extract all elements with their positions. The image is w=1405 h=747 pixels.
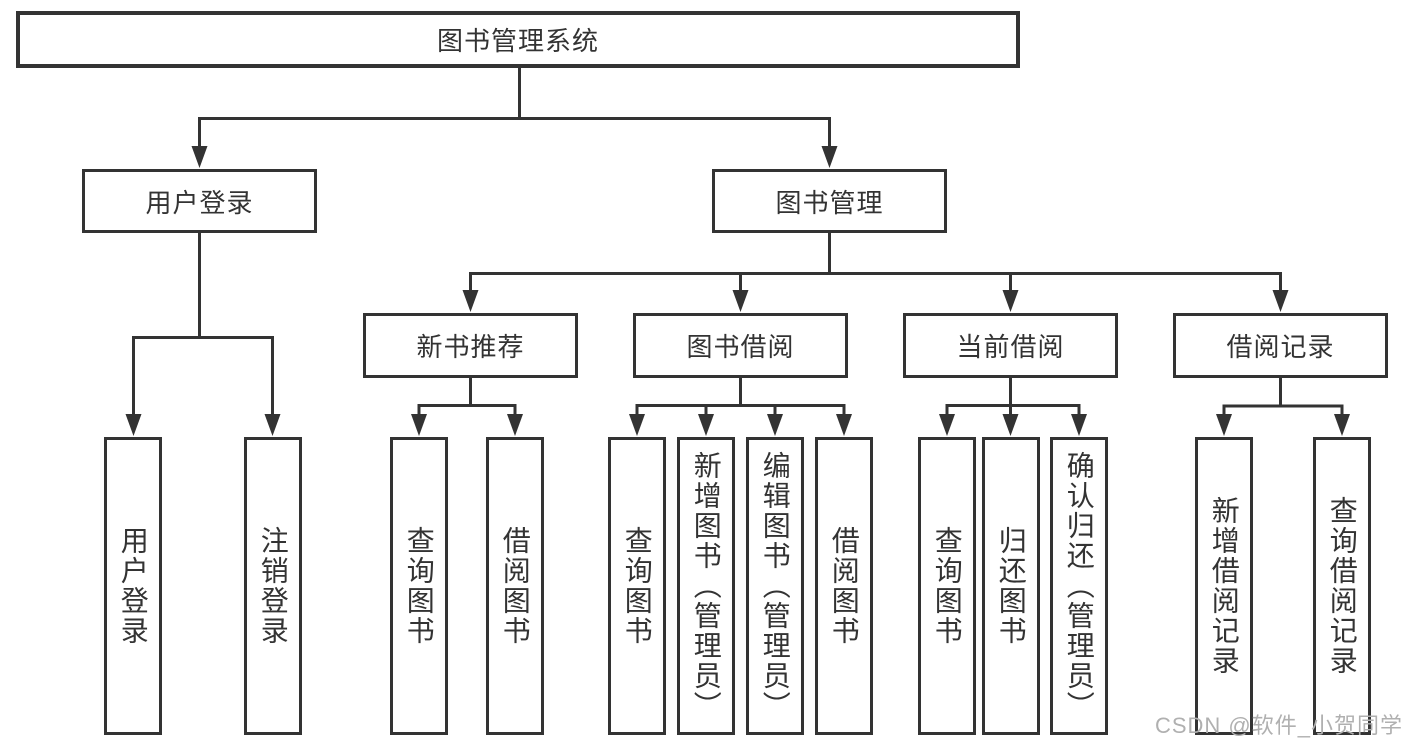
arrowheads	[125, 146, 1350, 436]
node-root-label: 图书管理系统	[436, 26, 599, 56]
node-borrowing-records-label: 借阅记录	[1226, 332, 1335, 362]
leaf-confirm-return-admin-label: 确认归还（管理员）	[1063, 451, 1095, 721]
node-current-borrowing: 当前借阅	[903, 313, 1118, 378]
leaf-edit-book-admin-label: 编辑图书（管理员）	[759, 451, 791, 721]
leaf-add-borrow-record: 新增借阅记录	[1195, 437, 1253, 735]
leaf-query-books-borrow: 查询图书	[608, 437, 666, 735]
leaf-return-books-label: 归还图书	[995, 526, 1027, 646]
connector-strokes	[132, 68, 1344, 418]
leaf-borrow-books-recommend-label: 借阅图书	[499, 526, 531, 646]
leaf-query-borrow-record: 查询借阅记录	[1313, 437, 1371, 735]
leaf-add-borrow-record-label: 新增借阅记录	[1208, 496, 1240, 676]
leaf-logout-label: 注销登录	[257, 526, 289, 646]
node-root: 图书管理系统	[16, 11, 1020, 68]
node-current-borrowing-label: 当前借阅	[956, 332, 1065, 362]
node-book-borrowing: 图书借阅	[633, 313, 848, 378]
leaf-query-borrow-record-label: 查询借阅记录	[1326, 496, 1358, 676]
leaf-query-books-current: 查询图书	[918, 437, 976, 735]
leaf-query-books-borrow-label: 查询图书	[621, 526, 653, 646]
leaf-user-login: 用户登录	[104, 437, 162, 735]
node-book-management: 图书管理	[712, 169, 947, 233]
leaf-query-books-current-label: 查询图书	[931, 526, 963, 646]
node-new-book-recommend: 新书推荐	[363, 313, 578, 378]
leaf-edit-book-admin: 编辑图书（管理员）	[746, 437, 804, 735]
node-new-book-recommend-label: 新书推荐	[416, 332, 525, 362]
leaf-add-book-admin-label: 新增图书（管理员）	[690, 451, 722, 721]
leaf-add-book-admin: 新增图书（管理员）	[677, 437, 735, 735]
leaf-confirm-return-admin: 确认归还（管理员）	[1050, 437, 1108, 735]
leaf-borrow-books-recommend: 借阅图书	[486, 437, 544, 735]
leaf-borrow-books-label: 借阅图书	[828, 526, 860, 646]
leaf-user-login-label: 用户登录	[117, 526, 149, 646]
leaf-query-books-recommend-label: 查询图书	[403, 526, 435, 646]
leaf-logout: 注销登录	[244, 437, 302, 735]
watermark: CSDN @软件_小贺同学	[1154, 713, 1403, 738]
leaf-query-books-recommend: 查询图书	[390, 437, 448, 735]
node-book-borrowing-label: 图书借阅	[686, 332, 795, 362]
leaf-return-books: 归还图书	[982, 437, 1040, 735]
node-borrowing-records: 借阅记录	[1173, 313, 1388, 378]
node-user-login-label: 用户登录	[145, 187, 254, 218]
leaf-borrow-books: 借阅图书	[815, 437, 873, 735]
node-book-management-label: 图书管理	[775, 187, 884, 218]
node-user-login: 用户登录	[82, 169, 317, 233]
